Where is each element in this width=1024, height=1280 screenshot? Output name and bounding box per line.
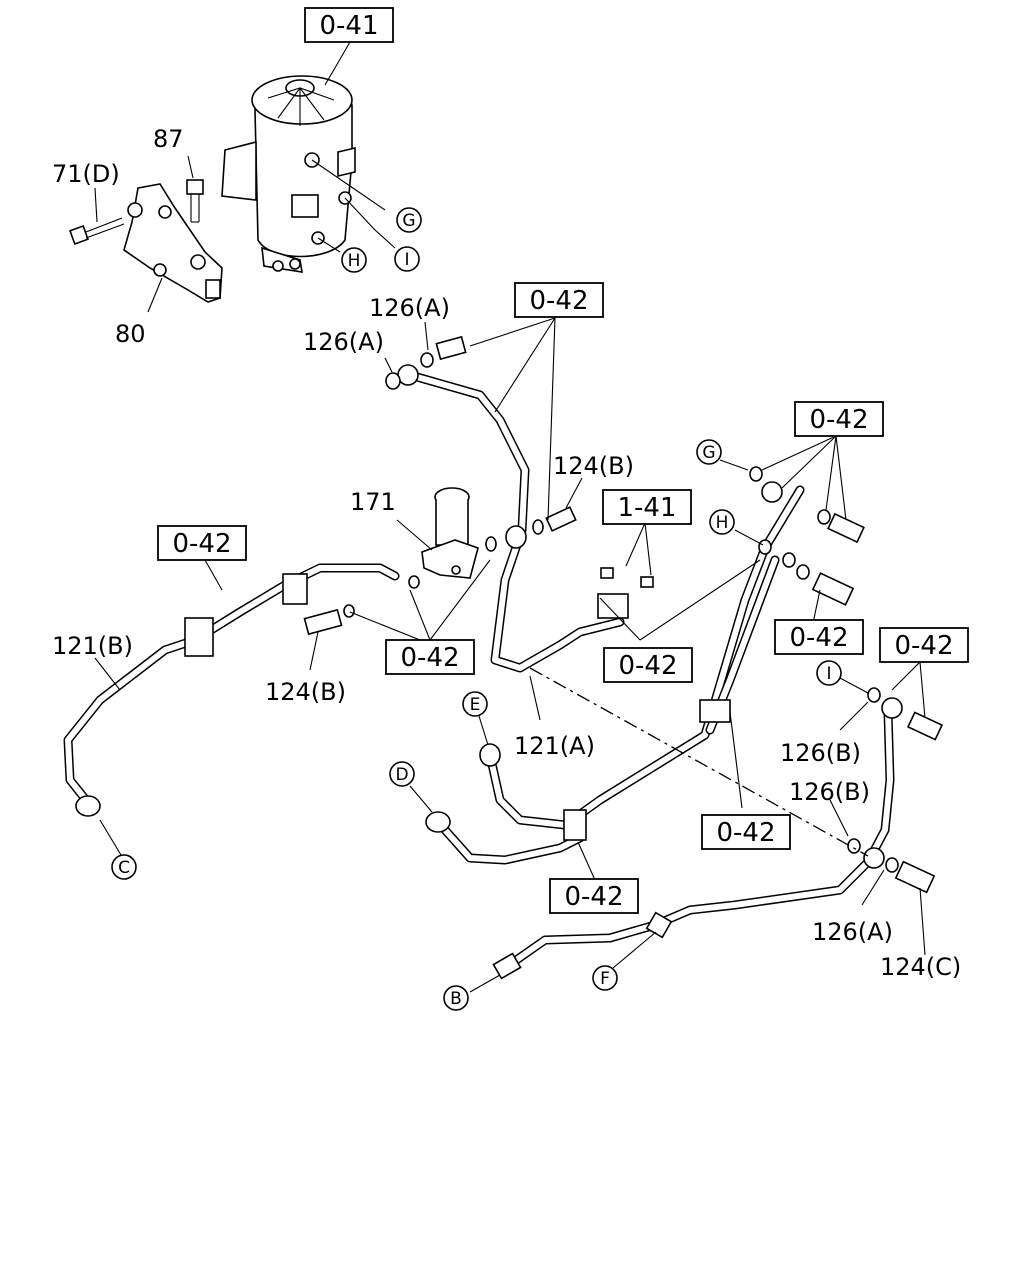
- svg-text:I: I: [404, 250, 409, 270]
- part-labels: 87 71(D) 80 126(A) 126(A) 124(B) 171 121…: [52, 125, 961, 981]
- svg-text:0-42: 0-42: [809, 405, 868, 435]
- svg-text:0-42: 0-42: [618, 651, 677, 681]
- svg-text:G: G: [702, 443, 715, 463]
- svg-text:C: C: [118, 858, 130, 878]
- connector-i-top[interactable]: I: [394, 246, 420, 272]
- connector-b[interactable]: B: [443, 985, 469, 1011]
- connector-g-right[interactable]: G: [696, 439, 722, 465]
- svg-text:1-41: 1-41: [617, 493, 676, 523]
- callout-0-42-mid[interactable]: 0-42: [603, 647, 693, 683]
- svg-text:0-42: 0-42: [789, 623, 848, 653]
- callout-0-42-far-right[interactable]: 0-42: [879, 627, 969, 663]
- connector-h-top[interactable]: H: [341, 247, 367, 273]
- svg-text:B: B: [450, 989, 462, 1009]
- connector-e[interactable]: E: [462, 691, 488, 717]
- bolt-87: [186, 179, 204, 223]
- fuel-filter-assembly: [221, 75, 356, 273]
- svg-text:D: D: [395, 765, 408, 785]
- callout-0-42-upper[interactable]: 0-42: [514, 282, 604, 318]
- svg-text:H: H: [348, 251, 361, 271]
- pipe-fittings: [75, 335, 944, 980]
- part-126a-bottom[interactable]: 126(A): [812, 918, 893, 946]
- svg-text:E: E: [470, 695, 481, 715]
- part-121b[interactable]: 121(B): [52, 632, 133, 660]
- part-124b-left[interactable]: 124(B): [265, 678, 346, 706]
- callout-0-42-left[interactable]: 0-42: [157, 525, 247, 561]
- part-126a-top[interactable]: 126(A): [369, 294, 450, 322]
- part-124b-top[interactable]: 124(B): [553, 452, 634, 480]
- part-71d[interactable]: 71(D): [52, 160, 120, 188]
- connector-f[interactable]: F: [592, 965, 618, 991]
- part-171[interactable]: 171: [350, 488, 396, 516]
- svg-text:F: F: [600, 969, 610, 989]
- connector-g-top[interactable]: G: [396, 207, 422, 233]
- svg-text:H: H: [716, 513, 729, 533]
- connector-c[interactable]: C: [111, 854, 137, 880]
- connector-i-right[interactable]: I: [816, 660, 842, 686]
- part-124c[interactable]: 124(C): [880, 953, 961, 981]
- svg-text:G: G: [402, 211, 415, 231]
- connector-h-right[interactable]: H: [709, 509, 735, 535]
- svg-text:0-42: 0-42: [894, 631, 953, 661]
- callout-0-42-right[interactable]: 0-42: [794, 401, 884, 437]
- part-126b-lower[interactable]: 126(B): [789, 778, 870, 806]
- bracket-assembly: [69, 179, 223, 303]
- part-121a[interactable]: 121(A): [514, 732, 595, 760]
- svg-text:I: I: [826, 664, 831, 684]
- svg-text:0-42: 0-42: [716, 818, 775, 848]
- svg-text:0-42: 0-42: [529, 286, 588, 316]
- callout-0-42-pump[interactable]: 0-42: [385, 639, 475, 675]
- bolt-71d: [69, 217, 125, 245]
- svg-text:0-42: 0-42: [172, 529, 231, 559]
- part-126b-upper[interactable]: 126(B): [780, 739, 861, 767]
- fuel-pipes: [63, 370, 895, 973]
- part-126a-left[interactable]: 126(A): [303, 328, 384, 356]
- svg-text:0-42: 0-42: [400, 643, 459, 673]
- svg-text:0-41: 0-41: [319, 11, 378, 41]
- callout-0-42-center-lower[interactable]: 0-42: [701, 814, 791, 850]
- part-87[interactable]: 87: [153, 125, 184, 153]
- leader-lines: [94, 41, 926, 993]
- svg-text:0-42: 0-42: [564, 882, 623, 912]
- part-80[interactable]: 80: [115, 320, 146, 348]
- callout-1-41[interactable]: 1-41: [602, 489, 692, 525]
- callout-0-42-bottom[interactable]: 0-42: [549, 878, 639, 914]
- connector-d[interactable]: D: [389, 761, 415, 787]
- callout-0-41[interactable]: 0-41: [304, 7, 394, 43]
- callout-0-42-right-lower[interactable]: 0-42: [774, 619, 864, 655]
